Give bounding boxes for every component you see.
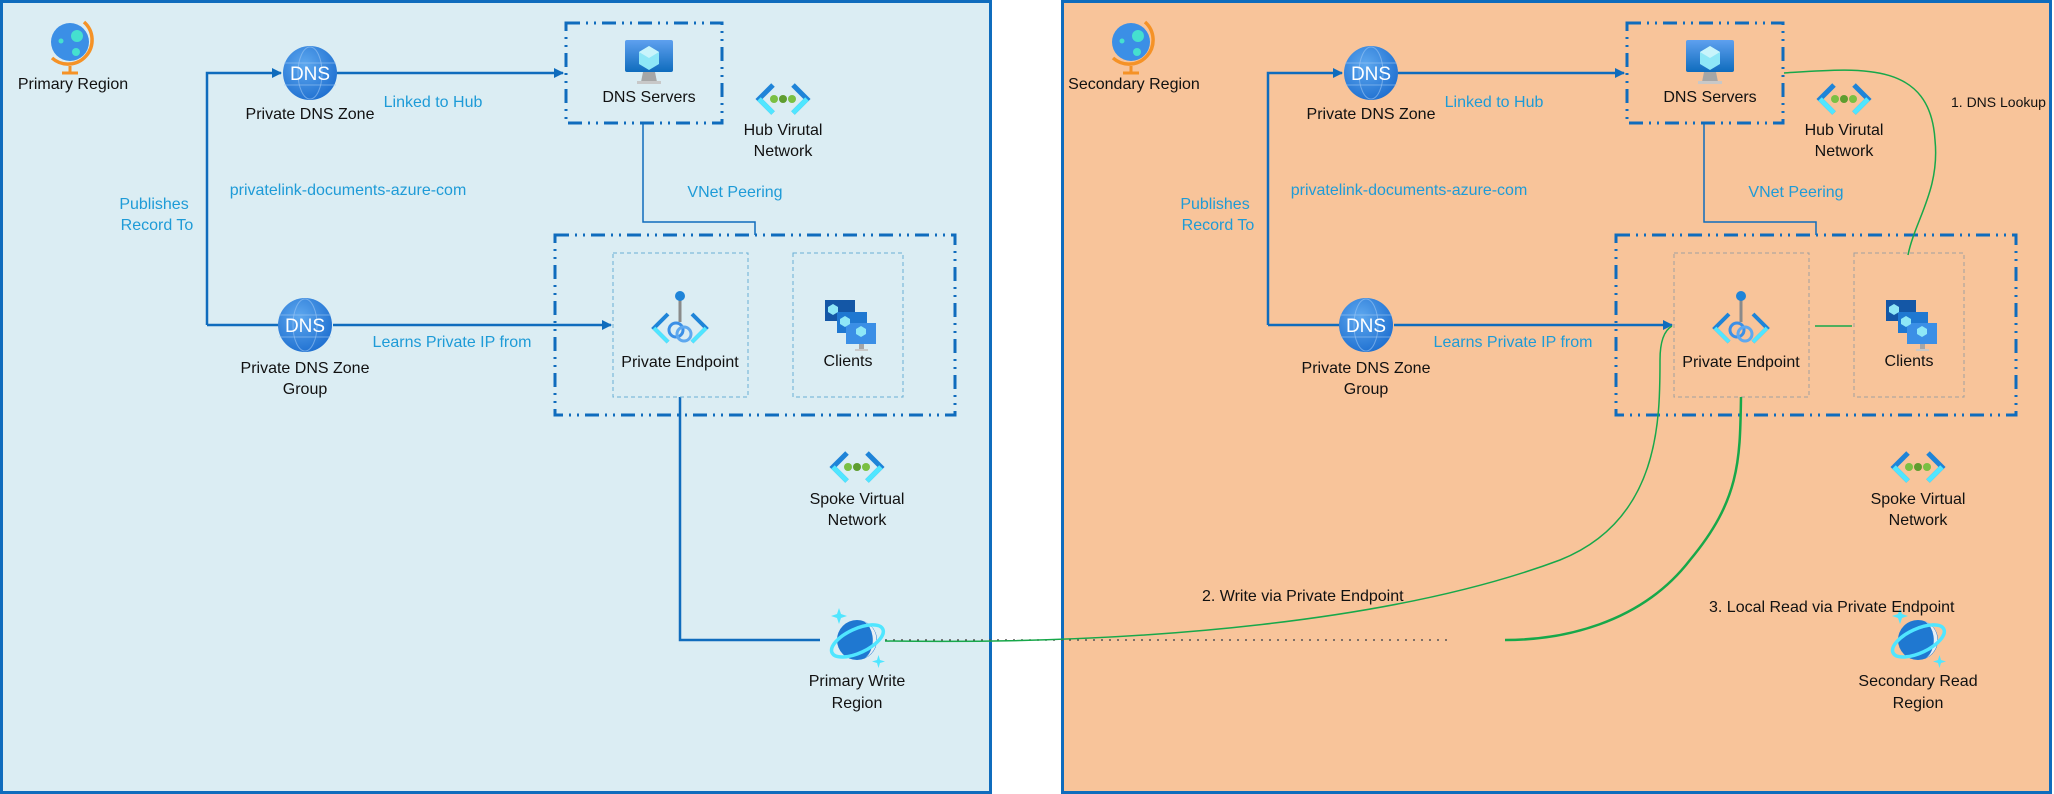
cosmos-db-icon bbox=[825, 606, 890, 670]
secondary-zone-name-label: privatelink-documents-azure-com bbox=[1290, 182, 1528, 199]
hub-vnet-icon bbox=[759, 85, 807, 113]
flow-step-1-label: 1. DNS Lookup bbox=[1951, 94, 2046, 110]
primary-spoke-vnet-label-line2: Network bbox=[827, 512, 887, 529]
primary-hub-vnet-label-line2: Network bbox=[753, 143, 813, 160]
secondary-learns-ip-label: Learns Private IP from bbox=[1433, 334, 1593, 351]
spoke-vnet-icon bbox=[1894, 453, 1942, 481]
secondary-diagram: DNS DNS bbox=[1110, 20, 2018, 670]
clients-icon bbox=[825, 300, 876, 351]
flow-write-via-endpoint bbox=[884, 325, 1673, 643]
primary-linked-to-hub-label: Linked to Hub bbox=[383, 94, 483, 111]
primary-vnet-peering-label: VNet Peering bbox=[687, 184, 783, 201]
primary-private-endpoint-label: Private Endpoint bbox=[621, 354, 739, 371]
dns-server-vm-icon bbox=[625, 40, 673, 84]
vnet-peering-connector bbox=[642, 123, 756, 235]
publishes-connector bbox=[205, 68, 282, 325]
primary-diagram: DNS DNS bbox=[49, 20, 957, 670]
secondary-cosmos-label-line1: Secondary Read bbox=[1858, 673, 1978, 690]
spoke-vnet-boundary bbox=[553, 233, 957, 417]
primary-hub-vnet-label-line1: Hub Virutal bbox=[743, 122, 823, 139]
vnet-peering-connector bbox=[1703, 123, 1817, 235]
secondary-hub-vnet-label-line2: Network bbox=[1814, 143, 1874, 160]
private-endpoint-icon bbox=[1713, 289, 1769, 344]
flow-dns-lookup bbox=[1783, 69, 1937, 256]
primary-clients-label: Clients bbox=[823, 353, 873, 370]
primary-publishes-label-line1: Publishes bbox=[119, 196, 189, 213]
primary-learns-ip-label: Learns Private IP from bbox=[372, 334, 532, 351]
secondary-dns-zone-group-label-line2: Group bbox=[1343, 381, 1389, 398]
primary-publishes-label-line2: Record To bbox=[120, 217, 194, 234]
primary-cosmos-label-line2: Region bbox=[831, 695, 883, 712]
primary-dns-zone-group-label-line1: Private DNS Zone bbox=[240, 360, 370, 377]
secondary-spoke-vnet-label-line2: Network bbox=[1888, 512, 1948, 529]
globe-icon bbox=[1110, 20, 1155, 75]
hub-vnet-boundary bbox=[1625, 21, 1785, 125]
spoke-vnet-icon bbox=[833, 453, 881, 481]
secondary-publishes-label-line2: Record To bbox=[1181, 217, 1255, 234]
primary-spoke-vnet-label-line1: Spoke Virtual bbox=[809, 491, 905, 508]
dns-zone-icon-text: DNS bbox=[1351, 64, 1391, 85]
primary-region-label: Primary Region bbox=[17, 76, 129, 93]
primary-cosmos-label-line1: Primary Write bbox=[808, 673, 906, 690]
secondary-hub-vnet-label-line1: Hub Virutal bbox=[1804, 122, 1884, 139]
secondary-cosmos-label-line2: Region bbox=[1892, 695, 1944, 712]
private-endpoint-icon bbox=[652, 289, 708, 344]
endpoint-to-cosmos-connector bbox=[678, 397, 820, 642]
primary-zone-name-label: privatelink-documents-azure-com bbox=[229, 182, 467, 199]
private-endpoint-box bbox=[612, 252, 749, 398]
primary-dns-servers-label: DNS Servers bbox=[602, 89, 696, 106]
dns-server-vm-icon bbox=[1686, 40, 1734, 84]
private-endpoint-box bbox=[1673, 252, 1810, 398]
clients-icon bbox=[1886, 300, 1937, 351]
clients-box bbox=[792, 252, 904, 398]
secondary-dns-zone-label: Private DNS Zone bbox=[1306, 106, 1436, 123]
secondary-region-label: Secondary Region bbox=[1068, 76, 1200, 93]
secondary-vnet-peering-label: VNet Peering bbox=[1748, 184, 1844, 201]
primary-dns-zone-label: Private DNS Zone bbox=[245, 106, 375, 123]
dns-zone-icon-text: DNS bbox=[290, 64, 330, 85]
secondary-dns-zone-group-label-line1: Private DNS Zone bbox=[1301, 360, 1431, 377]
secondary-linked-to-hub-label: Linked to Hub bbox=[1444, 94, 1544, 111]
flow-local-read bbox=[1504, 396, 1743, 642]
hub-vnet-boundary bbox=[564, 21, 724, 125]
clients-box bbox=[1853, 252, 1965, 398]
primary-dns-zone-group-label-line2: Group bbox=[282, 381, 328, 398]
secondary-spoke-vnet-label-line1: Spoke Virtual bbox=[1870, 491, 1966, 508]
secondary-private-endpoint-label: Private Endpoint bbox=[1682, 354, 1800, 371]
dns-zone-group-icon-text: DNS bbox=[285, 316, 325, 337]
spoke-vnet-boundary bbox=[1614, 233, 2018, 417]
flow-step-2-label: 2. Write via Private Endpoint bbox=[1202, 588, 1404, 605]
hub-vnet-icon bbox=[1820, 85, 1868, 113]
globe-icon bbox=[49, 20, 94, 75]
publishes-connector bbox=[1266, 68, 1343, 325]
secondary-dns-servers-label: DNS Servers bbox=[1663, 89, 1757, 106]
flow-step-3-label: 3. Local Read via Private Endpoint bbox=[1709, 599, 1955, 616]
dns-zone-group-icon-text: DNS bbox=[1346, 316, 1386, 337]
secondary-publishes-label-line1: Publishes bbox=[1180, 196, 1250, 213]
secondary-clients-label: Clients bbox=[1884, 353, 1934, 370]
